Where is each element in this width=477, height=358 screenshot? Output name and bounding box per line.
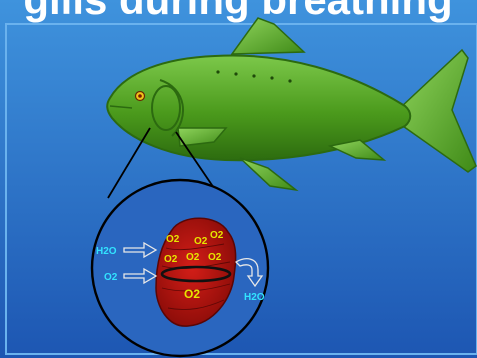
gill-o2-label: O2 (208, 252, 222, 263)
inflow-oxygen-label: O2 (104, 272, 118, 283)
gill-o2-label: O2 (194, 236, 208, 247)
gill-o2-label: O2 (164, 254, 178, 265)
outflow-water-label: H2O (244, 292, 265, 303)
gill-o2-label: O2 (184, 287, 200, 301)
fish-pupil (138, 94, 142, 98)
gill-o2-label: O2 (166, 234, 180, 245)
magnified-gill-view: O2 O2 O2 O2 O2 O2 O2 H2O O2 H2O (92, 180, 268, 356)
inflow-water-label: H2O (96, 246, 117, 257)
gill-o2-label: O2 (186, 252, 200, 263)
gill-o2-label: O2 (210, 230, 224, 241)
header-title-fragment: gills during breathing (23, 0, 452, 23)
